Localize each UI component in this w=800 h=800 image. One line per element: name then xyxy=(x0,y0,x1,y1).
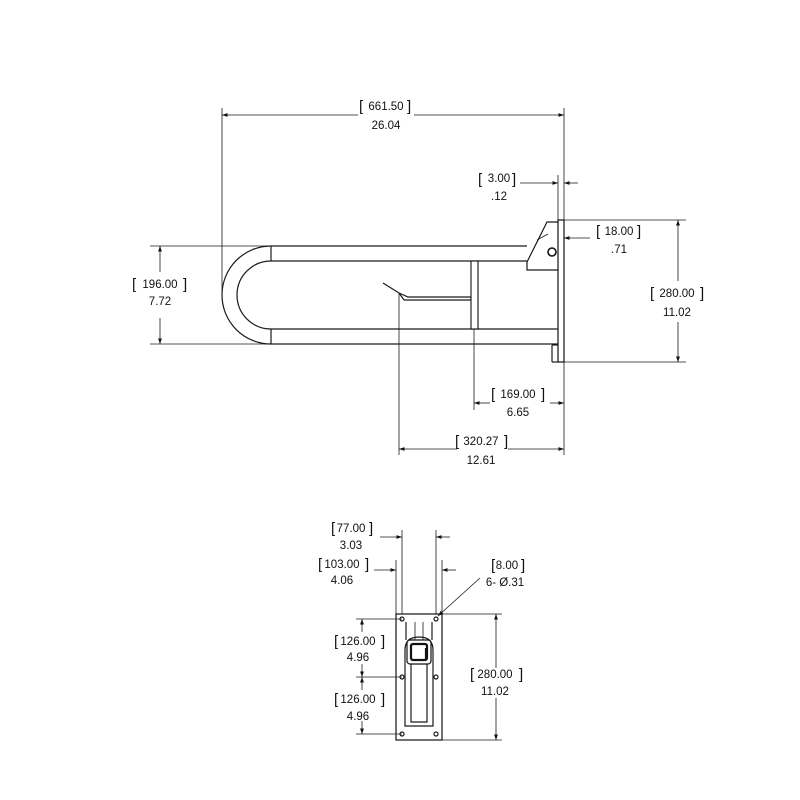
svg-text:[: [ xyxy=(334,691,339,708)
svg-text:]: ] xyxy=(381,633,385,650)
front-wall-plate xyxy=(395,613,443,741)
svg-text:[: [ xyxy=(359,98,364,115)
dim-pivot-offset-mm: 18.00 xyxy=(605,226,634,238)
dim-plate-thickness-mm: 3.00 xyxy=(488,173,510,185)
dim-bar-spread-in: 7.72 xyxy=(149,296,171,308)
support-strut xyxy=(470,260,479,330)
svg-text:[: [ xyxy=(318,556,323,573)
svg-text:]: ] xyxy=(504,433,508,450)
svg-text:[: [ xyxy=(478,171,483,188)
svg-text:[: [ xyxy=(650,285,655,302)
svg-text:]: ] xyxy=(512,171,516,188)
svg-text:[: [ xyxy=(455,433,460,450)
dim-hole-pitch-lower-mm: 126.00 xyxy=(340,694,375,706)
svg-text:]: ] xyxy=(521,557,525,574)
svg-text:]: ] xyxy=(381,691,385,708)
side-view: [ ] 661.50 26.04 [ ] 3.00 .12 [ ] 18.00 … xyxy=(132,98,704,467)
dim-paper-holder-in: 12.61 xyxy=(467,455,496,467)
dim-hole-diameter-in: 6- Ø.31 xyxy=(486,577,524,589)
dim-outer-hole-spacing-mm: 103.00 xyxy=(324,559,359,571)
svg-text:]: ] xyxy=(407,98,411,115)
dim-hole-pitch-upper-mm: 126.00 xyxy=(340,636,375,648)
dim-support-offset-mm: 169.00 xyxy=(500,389,535,401)
mount-hole xyxy=(433,731,439,737)
svg-text:]: ] xyxy=(369,520,373,537)
dim-front-plate-height-mm: 280.00 xyxy=(477,669,512,681)
dim-plate-height-mm: 280.00 xyxy=(659,288,694,300)
front-view: [ ] 77.00 3.03 [ ] 103.00 4.06 [ ] 8.00 … xyxy=(318,520,525,741)
dim-inner-hole-spacing-in: 3.03 xyxy=(340,540,362,552)
dim-hole-pitch-upper-in: 4.96 xyxy=(347,652,369,664)
pivot-pin xyxy=(547,247,557,257)
dim-support-offset-in: 6.65 xyxy=(507,407,529,419)
svg-text:[: [ xyxy=(596,223,601,240)
dim-front-plate-height-in: 11.02 xyxy=(481,686,509,698)
grab-bar-inner xyxy=(236,260,558,330)
svg-text:[: [ xyxy=(491,386,496,403)
dim-outer-hole-spacing-in: 4.06 xyxy=(331,575,353,587)
svg-text:[: [ xyxy=(491,557,496,574)
dim-inner-hole-spacing-mm: 77.00 xyxy=(337,523,366,535)
dim-bar-spread-mm: 196.00 xyxy=(142,279,177,291)
svg-text:]: ] xyxy=(700,285,704,302)
svg-text:]: ] xyxy=(519,666,523,683)
dim-pivot-offset-in: .71 xyxy=(611,244,627,256)
pivot-bracket xyxy=(526,221,558,271)
dim-hole-pitch-lower-in: 4.96 xyxy=(347,711,369,723)
svg-text:]: ] xyxy=(183,276,187,293)
svg-text:]: ] xyxy=(541,386,545,403)
dim-plate-thickness-in: .12 xyxy=(491,191,507,203)
svg-text:[: [ xyxy=(331,520,336,537)
svg-text:[: [ xyxy=(470,666,475,683)
front-bar-outer xyxy=(404,636,434,727)
svg-text:[: [ xyxy=(132,276,137,293)
wall-plate xyxy=(557,219,565,363)
mount-hole xyxy=(433,674,439,680)
svg-text:[: [ xyxy=(334,633,339,650)
dim-overall-length-mm: 661.50 xyxy=(368,101,403,113)
svg-text:]: ] xyxy=(637,223,641,240)
paper-holder xyxy=(382,282,471,298)
svg-text:]: ] xyxy=(365,556,369,573)
dim-hole-diameter-mm: 8.00 xyxy=(496,560,518,572)
dim-paper-holder-mm: 320.27 xyxy=(463,436,498,448)
mount-hole xyxy=(433,616,439,622)
dim-plate-height-in: 11.02 xyxy=(663,307,691,319)
dim-overall-length-in: 26.04 xyxy=(372,120,401,132)
